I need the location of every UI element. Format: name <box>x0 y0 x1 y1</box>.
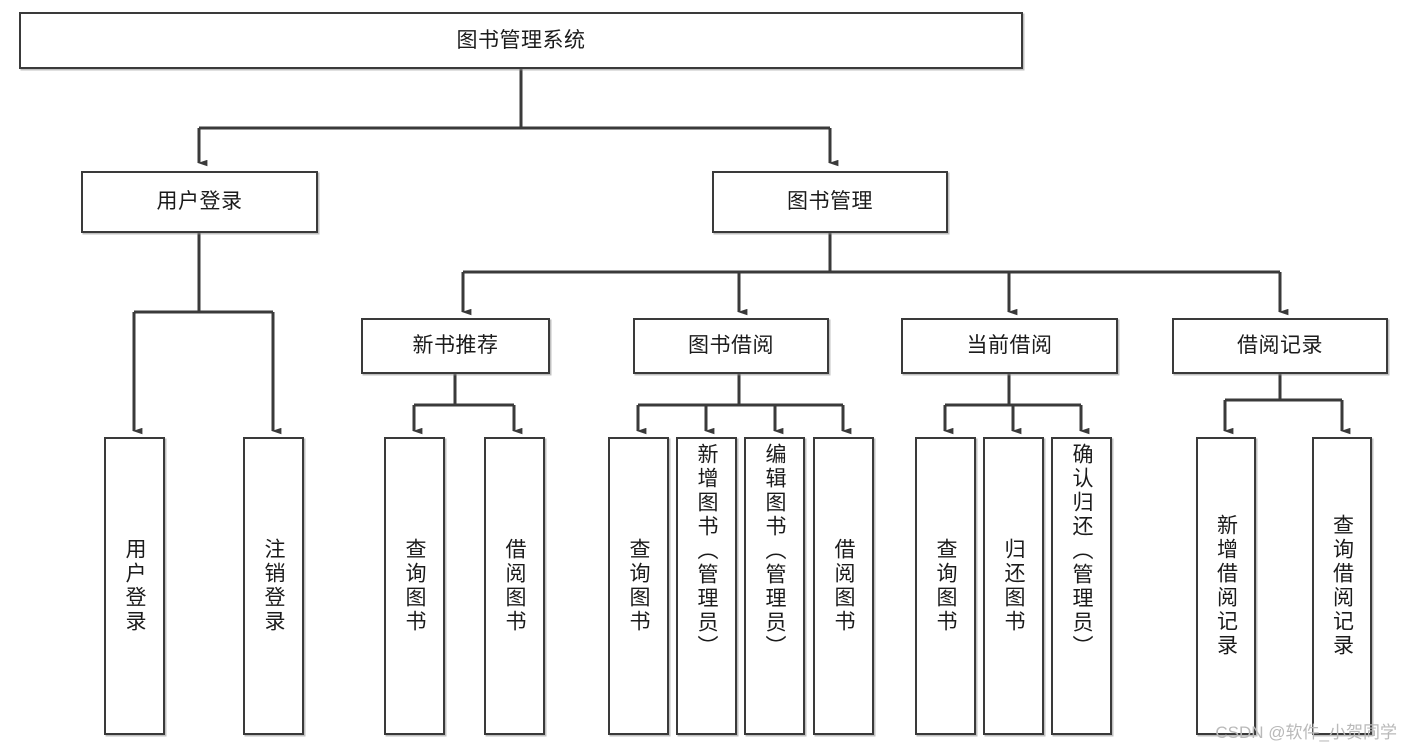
leaf-book-borrow-borrow-label: 借阅图书 <box>832 538 855 634</box>
node-borrow-record[interactable]: 借阅记录 <box>1172 318 1388 374</box>
leaf-borrow-record-query[interactable]: 查询借阅记录 <box>1312 437 1372 735</box>
node-book-borrow-label: 图书借阅 <box>688 334 774 358</box>
leaf-new-book-query[interactable]: 查询图书 <box>384 437 445 735</box>
leaf-user-login-logout[interactable]: 注销登录 <box>243 437 304 735</box>
node-book-manage-label: 图书管理 <box>787 190 873 214</box>
leaf-user-login-login[interactable]: 用户登录 <box>104 437 165 735</box>
leaf-book-borrow-add[interactable]: 新增图书（管理员） <box>676 437 737 735</box>
leaf-borrow-record-add-label: 新增借阅记录 <box>1214 514 1238 658</box>
leaf-current-borrow-confirm-label: 确认归还（管理员） <box>1070 443 1093 659</box>
leaf-current-borrow-confirm[interactable]: 确认归还（管理员） <box>1051 437 1112 735</box>
node-current-borrow-label: 当前借阅 <box>966 334 1053 358</box>
leaf-book-borrow-query-label: 查询图书 <box>627 538 650 634</box>
leaf-new-book-borrow-label: 借阅图书 <box>503 538 526 634</box>
node-new-book-recommend-label: 新书推荐 <box>412 334 499 358</box>
leaf-current-borrow-return[interactable]: 归还图书 <box>983 437 1044 735</box>
node-borrow-record-label: 借阅记录 <box>1237 334 1323 358</box>
leaf-borrow-record-query-label: 查询借阅记录 <box>1330 514 1354 658</box>
leaf-current-borrow-query-label: 查询图书 <box>934 538 957 634</box>
leaf-book-borrow-query[interactable]: 查询图书 <box>608 437 669 735</box>
node-root[interactable]: 图书管理系统 <box>19 12 1023 69</box>
node-user-login[interactable]: 用户登录 <box>81 171 318 233</box>
leaf-book-borrow-edit-label: 编辑图书（管理员） <box>763 443 786 659</box>
leaf-new-book-borrow[interactable]: 借阅图书 <box>484 437 545 735</box>
leaf-current-borrow-query[interactable]: 查询图书 <box>915 437 976 735</box>
leaf-current-borrow-return-label: 归还图书 <box>1002 538 1025 634</box>
leaf-book-borrow-edit[interactable]: 编辑图书（管理员） <box>744 437 805 735</box>
node-current-borrow[interactable]: 当前借阅 <box>901 318 1118 374</box>
leaf-new-book-query-label: 查询图书 <box>403 538 426 634</box>
leaf-borrow-record-add[interactable]: 新增借阅记录 <box>1196 437 1256 735</box>
node-new-book-recommend[interactable]: 新书推荐 <box>361 318 550 374</box>
node-user-login-label: 用户登录 <box>156 190 243 214</box>
leaf-user-login-logout-label: 注销登录 <box>262 538 285 634</box>
leaf-book-borrow-add-label: 新增图书（管理员） <box>695 443 718 659</box>
node-book-manage[interactable]: 图书管理 <box>712 171 948 233</box>
leaf-book-borrow-borrow[interactable]: 借阅图书 <box>813 437 874 735</box>
node-book-borrow[interactable]: 图书借阅 <box>633 318 829 374</box>
leaf-user-login-login-label: 用户登录 <box>123 538 146 634</box>
node-root-label: 图书管理系统 <box>456 28 586 52</box>
